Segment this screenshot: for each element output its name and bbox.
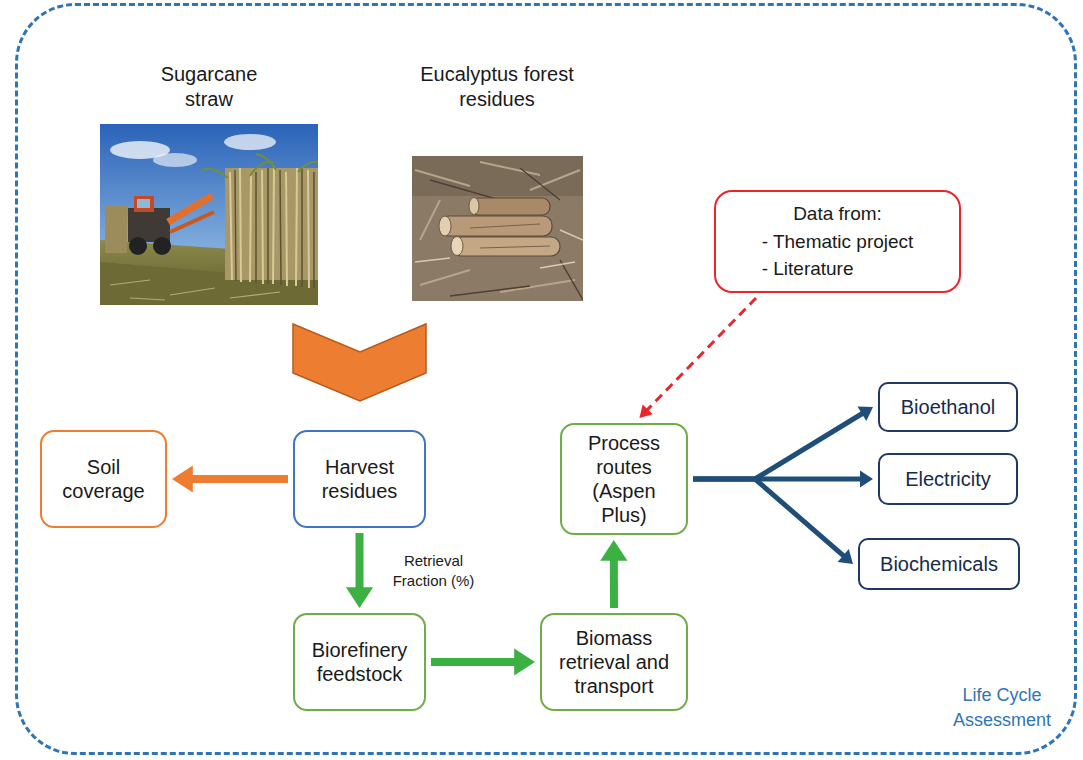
sugarcane-photo [100,124,318,305]
box-text: Biomass retrieval and transport [547,626,681,698]
soil-box: Soil coverage [40,430,167,528]
process-box: Biomass retrieval and transport [540,613,688,711]
flow-arrow [172,465,288,492]
product-box: Bioethanol [878,382,1018,432]
flow-arrow [600,540,627,608]
box-text: Data from: [793,200,882,228]
flow-arrow [693,479,853,564]
eucalyptus-photo [412,156,583,301]
process-box: Process routes (Aspen Plus) [560,423,688,535]
product-box: Biochemicals [858,538,1020,590]
list-item: - Literature [762,255,914,283]
photo-title: Sugarcane straw [139,62,279,112]
list-group: - Thematic project- Literature [762,228,914,283]
list-item: - Thematic project [762,228,914,256]
data-source-box: Data from:- Thematic project- Literature [714,190,961,293]
box-text: Bioethanol [901,395,996,419]
box-text: Process routes (Aspen Plus) [567,431,681,527]
box-text: Biorefinery feedstock [300,638,419,686]
box-text: Biochemicals [880,552,998,576]
assessment-boundary: Life Cycle Assessment Data from:- Themati… [15,3,1077,755]
flow-arrow [431,648,535,675]
edge-label: Retrieval Fraction (%) [386,551,482,591]
flow-arrow [639,298,756,418]
flow-arrow [346,533,373,608]
boundary-title: Life Cycle Assessment [946,683,1058,732]
product-box: Electricity [878,453,1018,505]
residue-box: Harvest residues [293,430,426,528]
flow-chevron [293,324,426,401]
process-box: Biorefinery feedstock [293,613,426,711]
box-text: Soil coverage [47,455,160,503]
flow-arrow [693,407,873,479]
harvester [128,196,214,255]
logs [439,198,560,257]
box-text: Harvest residues [300,455,419,503]
photo-title: Eucalyptus forest residues [402,62,592,112]
box-text: Electricity [905,467,991,491]
